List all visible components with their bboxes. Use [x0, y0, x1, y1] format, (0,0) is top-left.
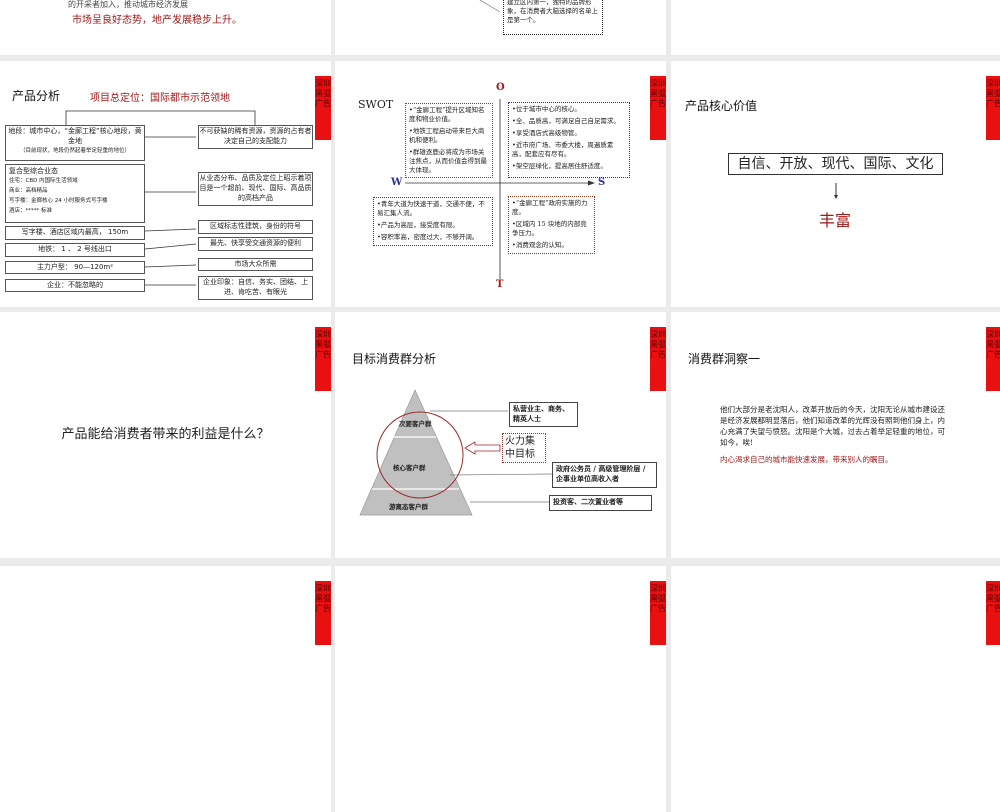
pyramid-diagram — [359, 389, 553, 516]
brand-tab: 深圳黑弧广告 — [986, 327, 1000, 391]
swot-item: •“金廊工程”提升区域知名度和物业价值。 — [409, 106, 485, 123]
slide-market[interactable]: 的开采者加入，推动城市经济发展 市场呈良好态势，地产发展稳步上升。 — [0, 0, 331, 55]
tier-core: 核心客户群 — [393, 464, 426, 472]
right-box: 市场大众所需 — [198, 258, 313, 271]
label-investors: 投资客、二次置业者等 — [549, 495, 652, 511]
slide-core-value[interactable]: 深圳黑弧广告 产品核心价值 自信、开放、现代、国际、文化 丰富 — [671, 61, 1000, 307]
threats-box: •“金廊工程”政府实施的力度。 •区域内 15 块地的内部竞争压力。 •消费观念… — [508, 196, 595, 254]
slide-product-analysis[interactable]: 深圳黑弧广告 产品分析 项目总定位：国际都市示范领地 地段：城市中心，“金廊工程… — [0, 61, 331, 307]
box-item: 住宅：CBD 内国际生活领域 — [9, 178, 78, 184]
tier-floating: 游离态客户群 — [389, 503, 428, 511]
slide-target-consumers[interactable]: 深圳黑弧广告 目标消费群分析 次要客户群 核心客户群 游离态客户群 火力集中目标… — [335, 312, 666, 558]
box-text: 地段：城市中心，“金廊工程”核心地段，黄金地 — [8, 127, 142, 145]
right-box: 最先、快享受交通资源的便利 — [198, 237, 313, 251]
swot-axes — [405, 99, 595, 279]
swot-item: •群雄逐鹿必将成为市场关注焦点，从而价值会得到最大体现。 — [409, 148, 487, 174]
slide-brand[interactable]: 建立区内第一，独特的品牌形象，在消费者大脑选择的名单上是第一个。 — [335, 0, 666, 55]
values-box: 自信、开放、现代、国际、文化 — [728, 153, 943, 175]
focus-target-label: 火力集中目标 — [502, 433, 546, 463]
opportunities-box: •“金廊工程”提升区域知名度和物业价值。 •地铁工程启动带来巨大商机和便利。 •… — [405, 103, 493, 178]
swot-item: •享受酒店式高级物管。 — [512, 129, 581, 137]
question-text: 产品能给消费者带来的利益是什么？ — [61, 427, 270, 442]
market-conclusion: 市场呈良好态势，地产发展稳步上升。 — [72, 15, 242, 26]
slide-benefit-question[interactable]: 深圳黑弧广告 产品能给消费者带来的利益是什么？ — [0, 312, 331, 558]
swot-item: •容积率高，密度过大，不够开阔。 — [377, 233, 479, 241]
left-box-height: 写字楼、酒店区域内最高， 150m — [5, 226, 145, 240]
swot-item: •位于城市中心的核心。 — [512, 105, 581, 113]
slide-consumer-insight[interactable]: 深圳黑弧广告 消费群洞察一 他们大部分是老沈阳人，改革开放后的今天，沈阳无论从城… — [671, 312, 1000, 558]
strengths-box: •位于城市中心的核心。 •全、品质高，可满足自己自足需求。 •享受酒店式高级物管… — [508, 102, 630, 178]
slide-title: 消费群洞察一 — [688, 352, 761, 366]
slide-swot[interactable]: 深圳黑弧广告 SWOT O T W S •“金廊工程”提升区域知名度和物业价值。… — [335, 61, 666, 307]
box-note: （目前现状，地段仍然起着举足轻重的地位） — [19, 148, 130, 154]
slide-title: 目标消费群分析 — [352, 352, 437, 366]
down-arrow-icon — [834, 183, 838, 199]
tier-secondary: 次要客户群 — [399, 420, 432, 428]
slide-next-2[interactable]: 深圳黑弧广告 — [335, 566, 666, 812]
left-box-mixed-use: 复合型综合业态 住宅：CBD 内国际生活领域 商业：高档精品 写字楼：金廊核心 … — [5, 164, 145, 223]
box-item: 商业：高档精品 — [9, 188, 48, 194]
slide-title: 产品分析 — [12, 89, 61, 103]
partial-text: 的开采者加入，推动城市经济发展 — [68, 0, 188, 9]
brand-tab: 深圳黑弧广告 — [315, 76, 331, 140]
insight-body: 他们大部分是老沈阳人，改革开放后的今天，沈阳无论从城市建设还是经济发展都明显落后… — [720, 405, 945, 447]
brand-tab: 深圳黑弧广告 — [315, 581, 331, 645]
label-private-owners: 私营业主、商务、精英人士 — [509, 402, 578, 427]
right-box: 区域标志性建筑，身份的符号 — [198, 220, 313, 234]
axis-o: O — [496, 82, 505, 93]
left-box-location: 地段：城市中心，“金廊工程”核心地段，黄金地 （目前现状，地段仍然起着举足轻重的… — [5, 125, 145, 161]
brand-tab: 深圳黑弧广告 — [650, 327, 666, 391]
axis-t: T — [496, 279, 504, 290]
connector-line — [479, 0, 501, 13]
box-item: 酒店：***** 标准 — [9, 208, 52, 214]
right-box: 不可获缺的稀有资源，资源的占有者决定自己的支配能力 — [198, 125, 313, 149]
axis-s: S — [598, 177, 606, 188]
slide-title: 产品核心价值 — [685, 99, 758, 113]
brand-tab: 深圳黑弧广告 — [315, 327, 331, 391]
slide-next-3[interactable]: 深圳黑弧广告 — [671, 566, 1000, 812]
slide-title: SWOT — [358, 98, 394, 111]
right-box: 从业态分布、品质及定位上昭示着项目是一个超前、现代、国际、高品质的高档产品 — [198, 172, 313, 206]
left-box-unit: 主力户型： 90—120m² — [5, 261, 145, 274]
box-text: 复合型综合业态 — [9, 167, 58, 175]
swot-item: •产品为高层，接受度有限。 — [377, 221, 459, 229]
weaknesses-box: •青年大道为快速干道，交通不便，不易汇集人流。 •产品为高层，接受度有限。 •容… — [373, 197, 493, 246]
brand-callout: 建立区内第一，独特的品牌形象，在消费者大脑选择的名单上是第一个。 — [503, 0, 603, 35]
positioning: 项目总定位：国际都市示范领地 — [90, 93, 230, 104]
swot-item: •区域内 15 块地的内部竞争压力。 — [512, 220, 587, 237]
axis-w: W — [391, 177, 403, 188]
left-box-enterprise: 企业：不能忽略的 — [5, 279, 145, 292]
brand-tab: 深圳黑弧广告 — [650, 76, 666, 140]
swot-item: •近市府广场、市委大楼，周遍质素高，配套应有尽有。 — [512, 141, 614, 158]
right-box: 企业印象：自信、务实、团结、上进、肯吃苦、有眼光 — [198, 276, 313, 300]
brand-tab: 深圳黑弧广告 — [650, 581, 666, 645]
swot-item: •地铁工程启动带来巨大商机和便利。 — [409, 127, 485, 144]
label-officials: 政府公务员 / 高级管理阶层 / 企事业单位高收入者 — [552, 462, 657, 488]
slide-blank[interactable] — [671, 0, 1000, 55]
swot-item: •全、品质高，可满足自己自足需求。 — [512, 117, 620, 125]
brand-tab: 深圳黑弧广告 — [986, 581, 1000, 645]
slide-next-1[interactable]: 深圳黑弧广告 — [0, 566, 331, 812]
swot-item: •架空层绿化，提高居住舒适度。 — [512, 162, 607, 170]
swot-item: •消费观念的认知。 — [512, 241, 568, 249]
connectors — [65, 110, 256, 286]
swot-item: •“金廊工程”政府实施的力度。 — [512, 199, 588, 216]
result-text: 丰富 — [819, 211, 852, 230]
swot-item: •青年大道为快速干道，交通不便，不易汇集人流。 — [377, 200, 485, 217]
brand-tab: 深圳黑弧广告 — [986, 76, 1000, 140]
left-box-metro: 地铁： 1 、 2 号线出口 — [5, 243, 145, 257]
box-item: 写字楼：金廊核心 24 小时服务式写字楼 — [9, 198, 108, 204]
insight-highlight: 内心渴求自己的城市能快速发展，带来别人的瞩目。 — [720, 455, 893, 464]
